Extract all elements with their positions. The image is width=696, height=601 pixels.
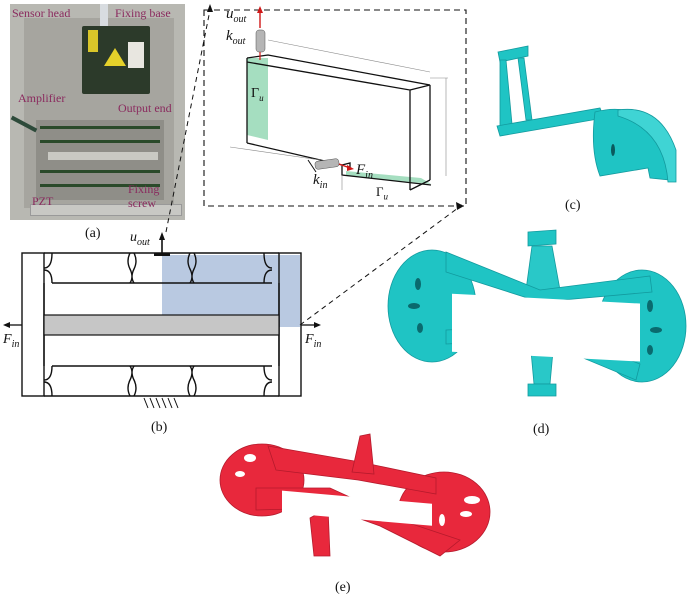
label-inset-gamma-u-left: Γu bbox=[251, 86, 264, 103]
label-b-f-in-right: Fin bbox=[305, 332, 322, 350]
label-fixing-screw-2: screw bbox=[128, 196, 156, 210]
label-inset-k-in: kin bbox=[313, 172, 328, 191]
amplifier-mechanism bbox=[36, 120, 164, 200]
label-fixing-screw-1: Fixing bbox=[128, 182, 160, 196]
caption-b: (b) bbox=[151, 420, 168, 435]
label-sensor-head: Sensor head bbox=[12, 6, 71, 20]
label-inset-k-out: kout bbox=[226, 28, 246, 47]
ruler bbox=[30, 204, 182, 216]
caption-a: (a) bbox=[85, 226, 101, 241]
label-output-end: Output end bbox=[118, 101, 172, 115]
label-fixing-base: Fixing base bbox=[115, 6, 171, 20]
label-inset-f-in: Fin bbox=[356, 162, 373, 181]
sensor-head-block bbox=[82, 26, 150, 94]
label-b-u-out: uout bbox=[130, 230, 150, 248]
label-inset-gamma-u-bottom: Γu bbox=[376, 184, 389, 202]
label-inset-u-out: uout bbox=[226, 6, 247, 25]
label-b-f-in-left: Fin bbox=[3, 332, 20, 350]
caption-e: (e) bbox=[335, 580, 351, 595]
label-pzt: PZT bbox=[32, 194, 54, 208]
caption-d: (d) bbox=[533, 422, 550, 437]
label-amplifier: Amplifier bbox=[18, 91, 66, 105]
caption-c: (c) bbox=[565, 198, 581, 213]
panel-a-photo: Sensor head Fixing base Amplifier Output… bbox=[10, 4, 185, 220]
